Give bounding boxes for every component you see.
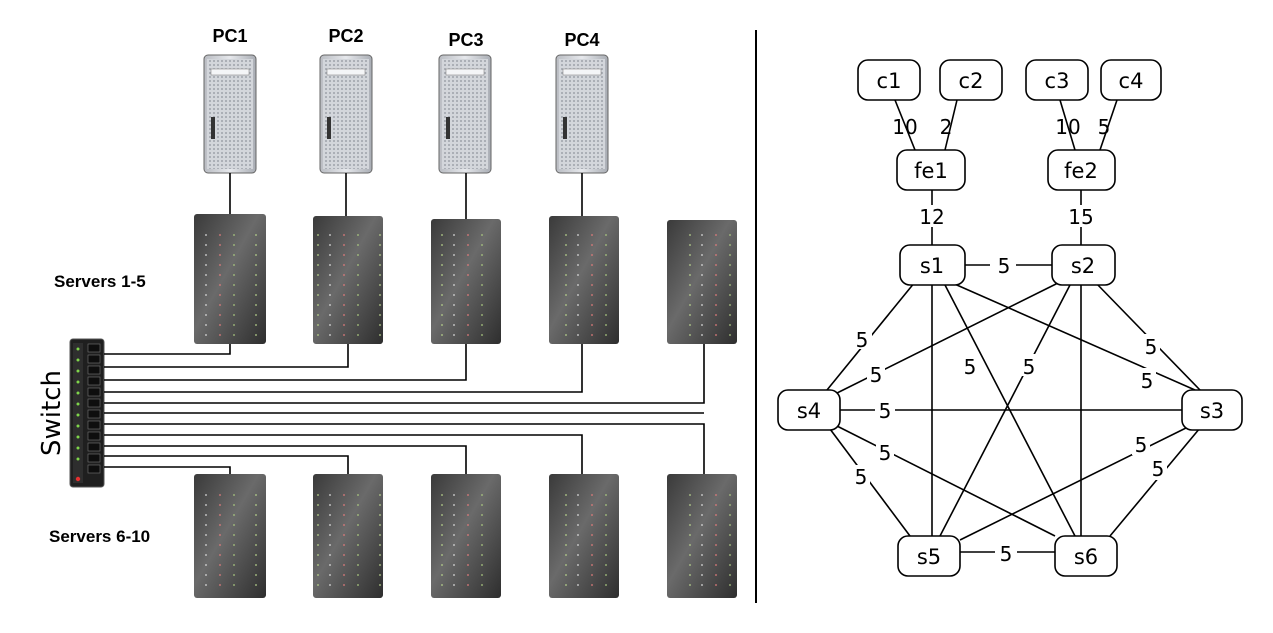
node-c2-box [939, 59, 1003, 101]
edge-c4-fe2 [1099, 99, 1118, 151]
node-s6-box [1054, 535, 1118, 577]
edge-c2-fe1 [944, 99, 958, 151]
pc-label-3: PC3 [448, 30, 483, 50]
pc-2 [319, 54, 373, 174]
graph-edges [826, 99, 1201, 553]
pc-label-1: PC1 [212, 26, 247, 46]
weight-s1-s3: 5 [1141, 369, 1154, 393]
weight-s1-s4: 5 [856, 328, 869, 352]
node-fe2: fe2 [1064, 159, 1098, 183]
weight-c3-fe2: 10 [1055, 115, 1080, 139]
edge-c3-fe2 [1059, 99, 1076, 151]
server-9 [549, 474, 619, 598]
node-s4: s4 [797, 399, 821, 423]
pc-label-2: PC2 [328, 26, 363, 46]
edge-c1-fe1 [894, 99, 916, 151]
pc-1 [203, 54, 257, 174]
weight-s2-s4: 5 [870, 363, 883, 387]
weight-s2-s5: 5 [1023, 355, 1036, 379]
node-c4: c4 [1119, 69, 1144, 93]
node-c1-box [857, 59, 921, 101]
switch-device [69, 338, 105, 488]
node-fe1: fe1 [914, 159, 948, 183]
edge-s3-s6 [1109, 427, 1201, 537]
graph-node-labels: c1 c2 c3 c4 fe1 fe2 s1 s2 s4 s3 s5 s6 [797, 69, 1224, 569]
edge-s3-s5 [959, 424, 1193, 541]
weight-s4-s5: 5 [855, 465, 868, 489]
weight-fe2-s2: 15 [1068, 205, 1093, 229]
weight-c4-fe2: 5 [1098, 115, 1111, 139]
edge-s4-s6 [834, 424, 1056, 537]
weight-s2-s3: 5 [1145, 335, 1158, 359]
node-s2: s2 [1071, 254, 1095, 278]
pc-label-4: PC4 [564, 30, 599, 50]
node-s5-box [897, 535, 961, 577]
server-2 [313, 216, 383, 344]
node-c3-box [1025, 59, 1089, 101]
edge-s2-s4 [826, 281, 1061, 399]
weight-s1-s6: 5 [964, 355, 977, 379]
node-c1: c1 [877, 69, 902, 93]
server-10 [667, 474, 737, 598]
node-c2: c2 [959, 69, 984, 93]
server-6 [194, 474, 266, 598]
server-7 [313, 474, 383, 598]
weight-s3-s6: 5 [1152, 457, 1165, 481]
server-3 [431, 219, 501, 344]
server-4 [549, 216, 619, 344]
pc-group [203, 54, 609, 174]
graph-edge-weights: 10 2 10 5 12 15 5 5 5 5 5 5 5 5 5 5 5 5 … [852, 115, 1167, 566]
pc-3 [438, 54, 492, 174]
pc-server-links [229, 173, 583, 220]
node-s3: s3 [1200, 399, 1224, 423]
weight-s4-s3: 5 [879, 399, 892, 423]
weight-fe1-s1: 12 [919, 205, 944, 229]
servers-bottom [194, 474, 737, 598]
node-s6: s6 [1074, 545, 1098, 569]
server-1 [194, 214, 266, 344]
servers-bottom-label: Servers 6-10 [49, 527, 150, 546]
pc-4 [555, 54, 609, 174]
servers-top [194, 214, 737, 344]
weight-s1-s2: 5 [998, 254, 1011, 278]
node-s5: s5 [917, 545, 941, 569]
switch-label: Switch [37, 370, 67, 456]
node-c4-box [1100, 59, 1162, 101]
node-fe1-box [896, 149, 966, 191]
server-8 [431, 474, 501, 598]
weight-c2-fe1: 2 [940, 115, 953, 139]
node-s3-box [1181, 389, 1243, 431]
node-s2-box [1051, 244, 1116, 286]
weight-s3-s5: 5 [1135, 433, 1148, 457]
graph-nodes [777, 59, 1243, 577]
node-s1: s1 [920, 254, 944, 278]
node-s1-box [899, 244, 966, 286]
servers-top-label: Servers 1-5 [54, 272, 146, 291]
weight-s5-s6: 5 [1000, 542, 1013, 566]
node-fe2-box [1047, 149, 1116, 191]
node-s4-box [777, 389, 841, 431]
weight-s4-s6: 5 [879, 441, 892, 465]
node-c3: c3 [1045, 69, 1070, 93]
switch-server-links [104, 344, 705, 474]
server-5 [667, 220, 737, 344]
weight-c1-fe1: 10 [892, 115, 917, 139]
